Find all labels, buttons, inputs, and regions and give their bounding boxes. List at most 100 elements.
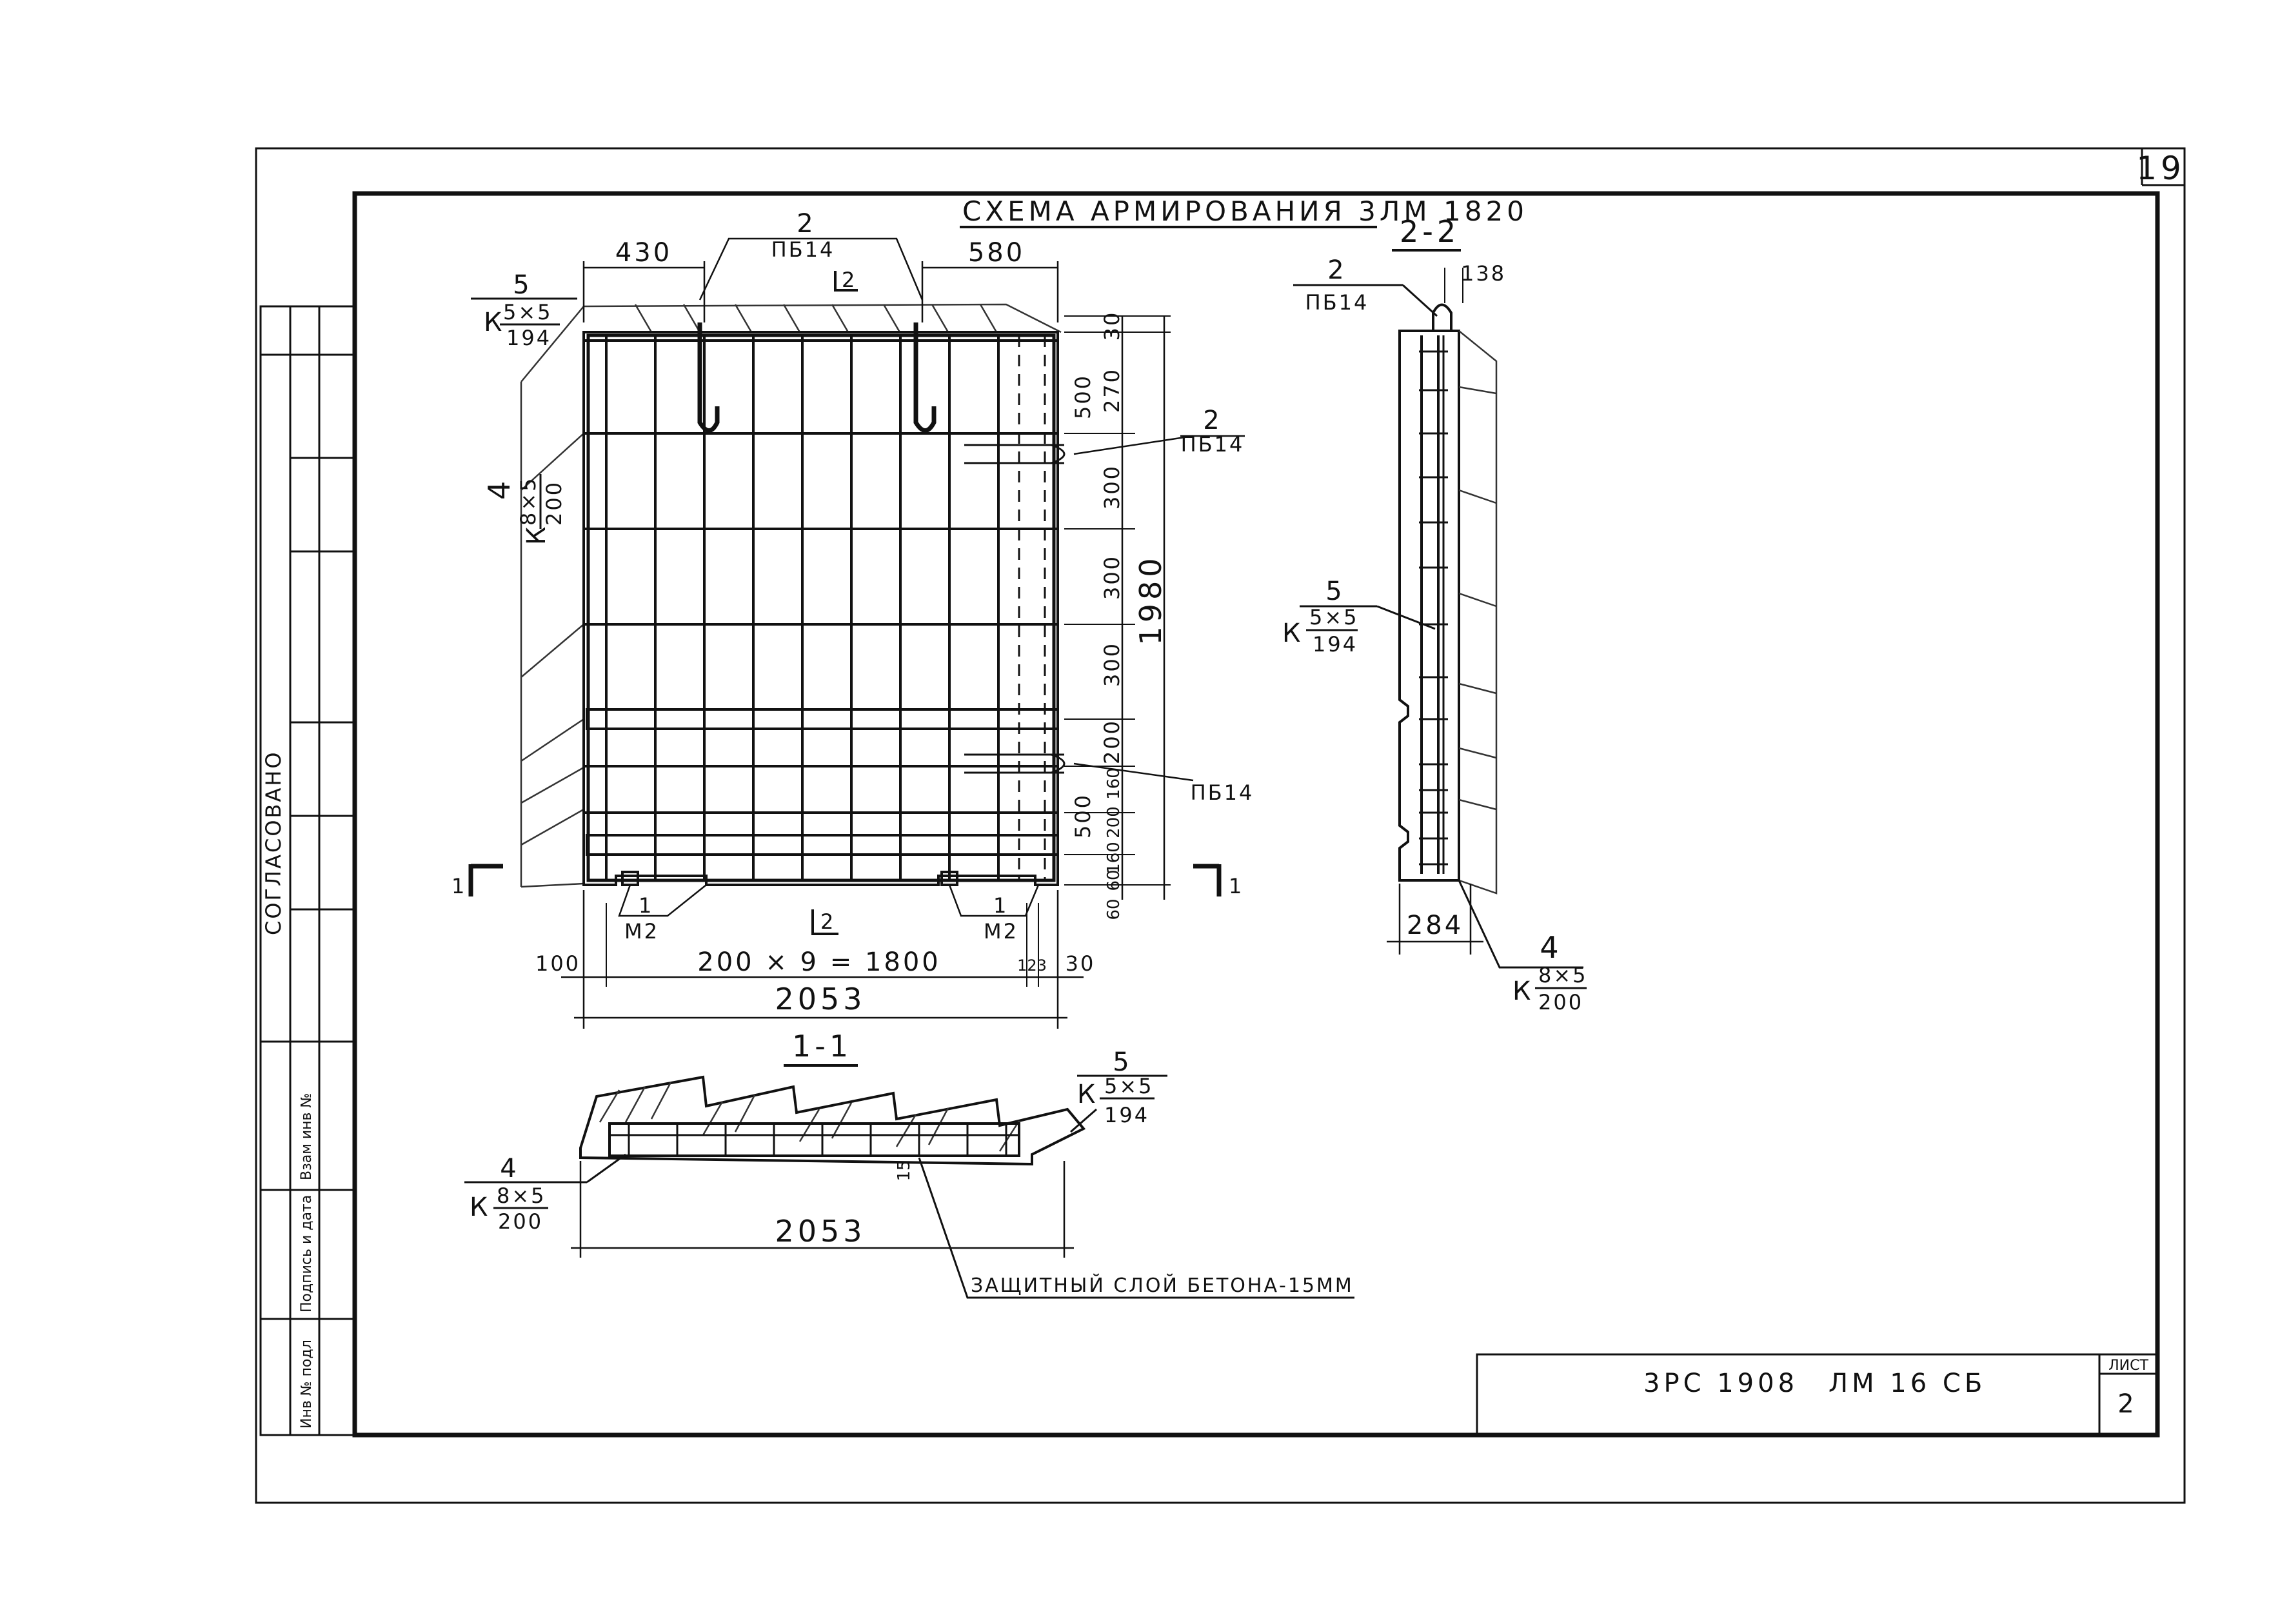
- section-mark-top: 2: [842, 268, 857, 292]
- sheet-value: 2: [2117, 1389, 2136, 1419]
- s11-mesh4-bottom: 200: [498, 1209, 543, 1234]
- loop-leaders: 2 ПБ14 ПБ14: [1073, 406, 1254, 805]
- sheet-label: ЛИСТ: [2108, 1358, 2148, 1374]
- top-dimensions: 430 580 2 ПБ14 2: [582, 209, 1059, 322]
- s11-mesh4-num: 4: [500, 1154, 519, 1183]
- s11-dim-15: 15: [895, 1160, 914, 1181]
- mesh5-top: 5×5: [503, 300, 553, 324]
- mesh4-bottom: 200: [542, 480, 566, 526]
- s11-mesh5-top: 5×5: [1104, 1074, 1154, 1098]
- cut-left-num: 1: [451, 874, 466, 898]
- m2-leaders: 1 М2 1 М2 2: [618, 884, 1040, 944]
- section-22-title: 2-2: [1400, 214, 1460, 249]
- s22-loop-name: ПБ14: [1305, 290, 1369, 315]
- mesh-frame: [586, 333, 1056, 882]
- section-22-view: 2-2 2 ПБ14 138: [1282, 214, 1588, 1015]
- section-cut-marks: 1 1: [451, 864, 1244, 898]
- top-mark-name: ПБ14: [771, 237, 835, 262]
- dim-300-c: 300: [1100, 642, 1124, 687]
- panel-outline: [582, 331, 1059, 886]
- dim-30-bottom: 30: [1066, 951, 1096, 976]
- s22-mesh5-bottom: 194: [1313, 632, 1358, 657]
- vzam-inv-label: Взам инв №: [299, 1093, 315, 1180]
- s11-mesh4-k: К: [470, 1193, 490, 1222]
- cut-right-num: 1: [1229, 874, 1244, 898]
- embedded-plates: [621, 871, 958, 886]
- dim-160-a: 160: [1104, 767, 1124, 800]
- title-code: 3РС 1908: [1643, 1369, 1798, 1398]
- dim-200-a: 200: [1100, 719, 1124, 764]
- dim-60-b: 60: [1104, 898, 1124, 920]
- s22-dim-138: 138: [1461, 261, 1506, 286]
- drawing-title: СХЕМА АРМИРОВАНИЯ 3ЛМ 1820: [960, 195, 1528, 228]
- mesh5-num: 5: [513, 270, 531, 300]
- loop-upper-name: ПБ14: [1181, 432, 1245, 457]
- podpis-data-label: Подпись и дата: [299, 1195, 315, 1312]
- s11-hatching: [599, 1082, 1020, 1152]
- dim-500-top: 500: [1071, 374, 1095, 419]
- agreed-label: СОГЛАСОВАНО: [261, 750, 286, 935]
- dim-430: 430: [615, 238, 672, 268]
- s22-loop-num: 2: [1327, 255, 1346, 285]
- dim-30: 30: [1100, 311, 1124, 341]
- m2-left-name: М2: [624, 919, 659, 944]
- s11-dim-2053: 2053: [775, 1214, 866, 1249]
- bottom-section-mark: 2: [820, 909, 835, 934]
- right-dimensions: 30 270 500 300 300 300 200 160 200 500 1…: [1064, 311, 1171, 920]
- s11-outline: [579, 1075, 1086, 1166]
- s22-outline: [1398, 330, 1460, 882]
- mesh5-bottom: 194: [506, 326, 551, 350]
- s22-mesh5-k: К: [1282, 619, 1303, 648]
- front-view-hatching: [520, 303, 1062, 888]
- dim-270: 270: [1100, 368, 1124, 413]
- s22-hatching: [1458, 330, 1498, 895]
- m2-right-name: М2: [984, 919, 1018, 944]
- dim-160-b: 160: [1104, 842, 1124, 874]
- drawing-title-text: СХЕМА АРМИРОВАНИЯ 3ЛМ 1820: [962, 195, 1528, 227]
- s11-mesh5-k: К: [1077, 1080, 1098, 1109]
- s11-mesh4-top: 8×5: [497, 1183, 546, 1208]
- mesh4-top: 8×5: [516, 476, 540, 526]
- mesh4-num: 4: [482, 477, 517, 500]
- s22-bar-dots: [1419, 350, 1448, 866]
- s22-mesh4-bottom: 200: [1538, 990, 1583, 1015]
- dim-100: 100: [535, 951, 580, 976]
- loop-upper-num: 2: [1203, 406, 1222, 435]
- mesh4-k: К: [522, 524, 551, 545]
- dim-200-b: 200: [1104, 806, 1124, 838]
- horizontal-bars: [584, 339, 1059, 856]
- sheet-number: 19: [2136, 150, 2185, 187]
- dim-2053-front: 2053: [775, 982, 866, 1016]
- s11-cover-note: ЗАЩИТНЫЙ СЛОЙ БЕТОНА-15ММ: [971, 1274, 1354, 1297]
- m2-right-num: 1: [993, 893, 1008, 918]
- dim-200x9: 200 × 9 = 1800: [697, 947, 940, 977]
- s11-mesh5-bottom: 194: [1104, 1103, 1149, 1127]
- m2-left-num: 1: [639, 893, 653, 918]
- section-11-title: 1-1: [792, 1029, 852, 1064]
- dim-580: 580: [968, 238, 1025, 268]
- front-view: 430 580 2 ПБ14 2 5 К 5×5 194 4 К 8×5: [451, 209, 1254, 1029]
- s11-mesh5-num: 5: [1113, 1047, 1131, 1077]
- mesh4-label: 4 К 8×5 200: [482, 474, 566, 545]
- dim-500-bottom: 500: [1071, 793, 1095, 838]
- dim-300-a: 300: [1100, 464, 1124, 510]
- loop-lower-name: ПБ14: [1191, 780, 1254, 805]
- mesh5-label: 5 К 5×5 194: [471, 270, 577, 350]
- dim-300-b: 300: [1100, 555, 1124, 600]
- title-block: 3РС 1908 ЛМ 16 СБ ЛИСТ 2: [1476, 1353, 2159, 1436]
- inv-podl-label: Инв № подл: [299, 1340, 315, 1429]
- dim-123: 123: [1017, 956, 1047, 975]
- section-11-view: 1-1 5: [464, 1029, 1354, 1299]
- dim-1980: 1980: [1133, 554, 1168, 645]
- mesh5-k: К: [484, 308, 504, 337]
- outer-frame: 19: [255, 147, 2186, 1504]
- s22-mesh5-num: 5: [1325, 577, 1344, 606]
- side-stamp: СОГЛАСОВАНО Взам инв № Подпись и дата Ин…: [259, 305, 356, 1436]
- s22-mesh4-top: 8×5: [1538, 963, 1588, 987]
- s22-dim-284: 284: [1407, 911, 1463, 940]
- lifting-hooks: [697, 322, 937, 433]
- side-loops: [964, 444, 1066, 774]
- s22-mesh4-num: 4: [1540, 930, 1562, 965]
- s22-mesh4-k: К: [1512, 976, 1533, 1006]
